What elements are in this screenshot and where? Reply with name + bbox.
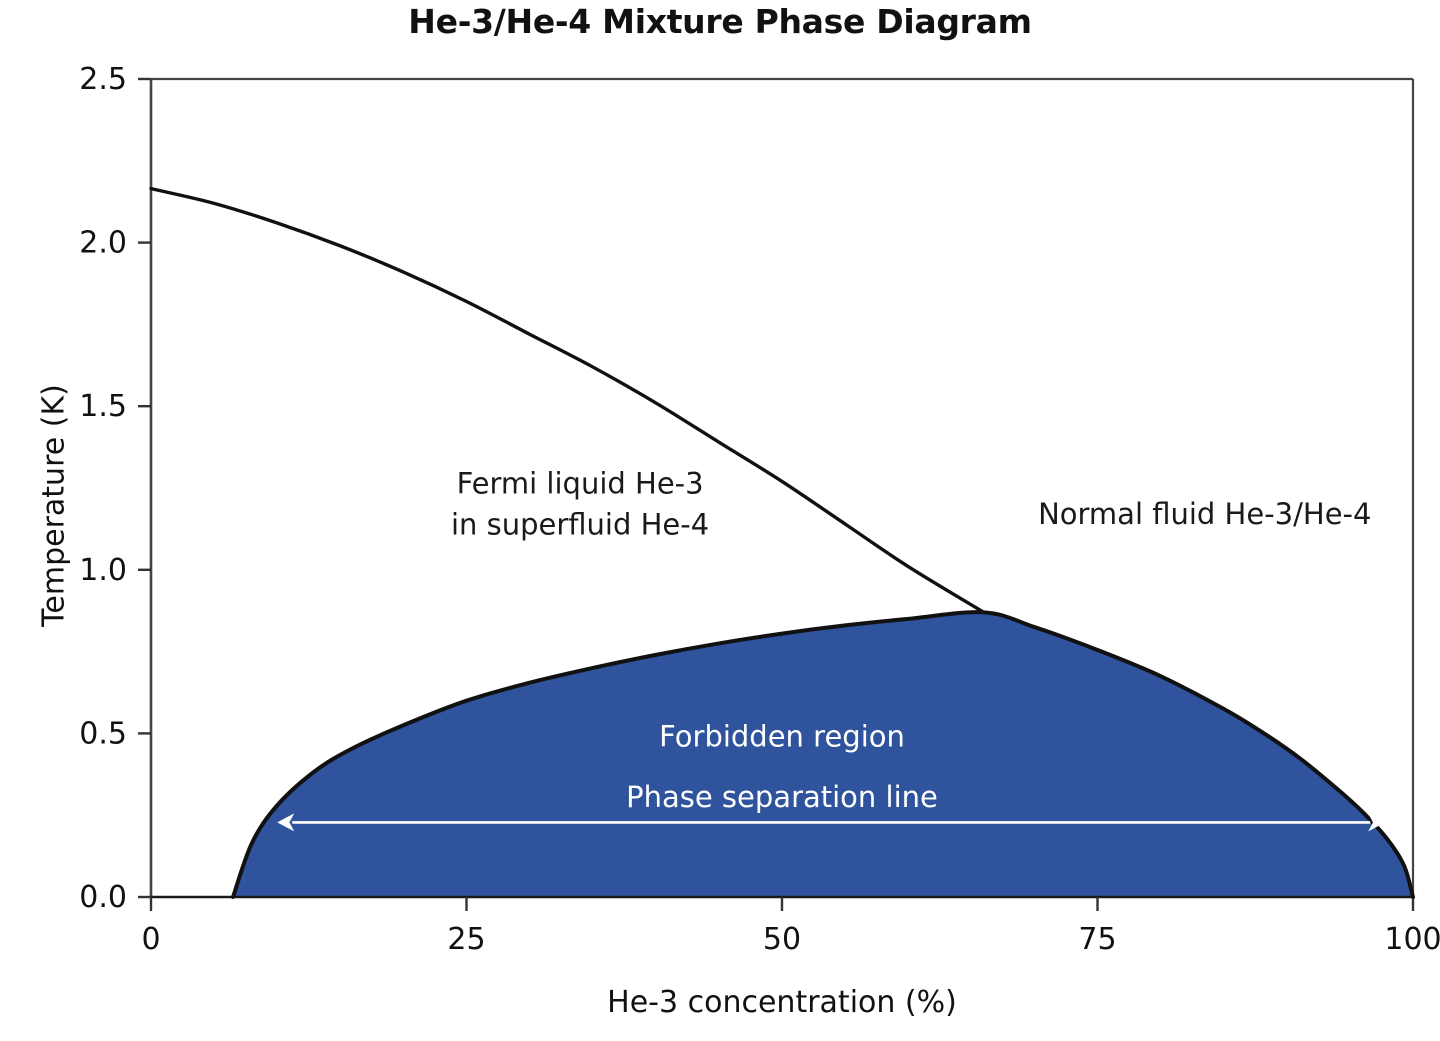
annotation-labels-layer: Fermi liquid He-3 in superfluid He-4 Norma… xyxy=(451,467,1371,814)
forbidden-region-label: Forbidden region xyxy=(659,719,905,753)
y-tick-label: 1.5 xyxy=(79,389,127,424)
x-axis-label: He-3 concentration (%) xyxy=(607,985,957,1020)
lambda-line-curve xyxy=(149,186,986,615)
fermi-liquid-region-label: Fermi liquid He-3 in superfluid He-4 xyxy=(451,467,709,542)
annotation-line: Normal fluid He-3/He-4 xyxy=(1038,497,1371,531)
x-tick-label: 100 xyxy=(1384,922,1440,957)
y-tick-label: 1.0 xyxy=(79,553,127,588)
annotation-line: Forbidden region xyxy=(659,719,905,753)
annotation-line: in superfluid He-4 xyxy=(451,508,709,542)
axis-ticks-layer: 0.0 0.5 1.0 1.5 2.0 2.5 0 25 50 75 100 xyxy=(79,62,1440,957)
x-tick-label: 0 xyxy=(141,922,160,957)
forbidden-region-fill xyxy=(233,612,1413,897)
annotation-line: Fermi liquid He-3 xyxy=(457,467,704,501)
x-tick-label: 75 xyxy=(1078,922,1116,957)
normal-fluid-region-label: Normal fluid He-3/He-4 xyxy=(1038,497,1371,531)
y-tick-label: 0.0 xyxy=(79,880,127,915)
forbidden-region-fill-layer xyxy=(233,612,1413,897)
y-tick-label: 0.5 xyxy=(79,716,127,751)
phase-separation-curve xyxy=(231,610,1415,899)
phase-boundary-curves-layer xyxy=(149,186,1415,899)
x-tick-label: 25 xyxy=(447,922,485,957)
annotation-arrow-layer xyxy=(277,813,1386,832)
phase-separation-line-label: Phase separation line xyxy=(626,780,938,814)
arrow-head-right-icon xyxy=(1368,813,1386,832)
annotation-line: Phase separation line xyxy=(626,780,938,814)
y-tick-label: 2.0 xyxy=(79,226,127,261)
y-tick-label: 2.5 xyxy=(79,62,127,97)
x-tick-label: 50 xyxy=(763,922,801,957)
arrow-head-left-icon xyxy=(277,813,295,832)
chart-title: He-3/He-4 Mixture Phase Diagram xyxy=(408,2,1032,41)
